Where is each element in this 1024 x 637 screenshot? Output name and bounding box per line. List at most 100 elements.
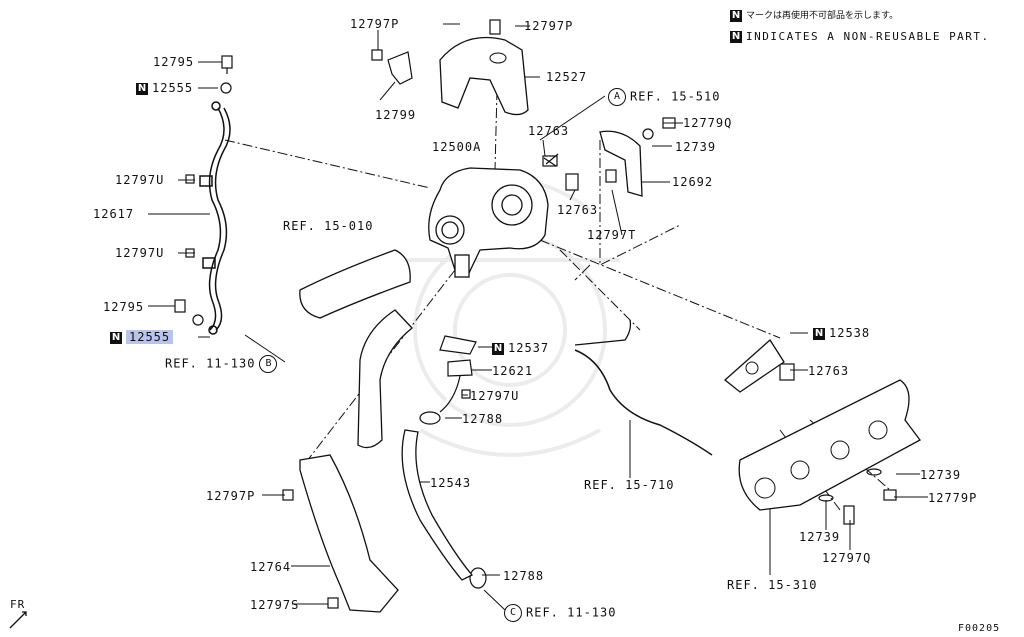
label-12797U-3[interactable]: 12797U <box>470 389 520 403</box>
front-label: FR <box>10 598 26 611</box>
n-marker: N <box>136 82 148 95</box>
label-12788-1[interactable]: 12788 <box>462 412 504 426</box>
label-12621[interactable]: 12621 <box>492 364 534 378</box>
bracket-12764 <box>299 454 399 613</box>
legend-en-text: INDICATES A NON-REUSABLE PART. <box>746 30 990 43</box>
bolt-12797P-top <box>371 49 383 61</box>
label-12795-2[interactable]: 12795 <box>103 300 145 314</box>
label-12555-1[interactable]: N 12555 <box>136 81 193 95</box>
label-12555-2[interactable]: N 12555 <box>110 330 174 344</box>
washer-12739-b <box>866 468 882 476</box>
bolt-12797U-b <box>185 248 195 258</box>
label-12739-2[interactable]: 12739 <box>920 468 962 482</box>
bolt-12797P-upper <box>489 19 501 35</box>
ref-15-510-text: REF. 15-510 <box>630 89 721 104</box>
label-12797U-1[interactable]: 12797U <box>115 173 165 187</box>
ref-15-310[interactable]: REF. 15-310 <box>727 578 818 592</box>
label-12797U-2[interactable]: 12797U <box>115 246 165 260</box>
label-12555-2-text: 12555 <box>126 330 174 344</box>
bolt-12795-bottom <box>174 299 186 313</box>
washer-12739-c <box>818 494 834 502</box>
water-pipe <box>574 349 713 456</box>
oil-feed-pipe <box>199 101 231 335</box>
pipe-12621 <box>439 359 473 413</box>
turbocharger-12500A <box>428 167 549 278</box>
gasket-12537 <box>439 335 477 355</box>
non-reusable-marker: N <box>730 9 742 22</box>
label-12555-1-text: 12555 <box>152 81 194 95</box>
legend-jp-text: マークは再使用不可部品を示します。 <box>746 11 899 21</box>
label-12797P-2[interactable]: 12797P <box>524 19 574 33</box>
label-12763-1[interactable]: 12763 <box>528 124 570 138</box>
label-12538-text: 12538 <box>829 326 871 340</box>
label-12763-3[interactable]: 12763 <box>808 364 850 378</box>
circle-ref-c: C <box>504 604 522 622</box>
gasket-12538 <box>723 339 785 393</box>
ref-11-130-c[interactable]: C REF. 11-130 <box>500 604 616 622</box>
label-12500A[interactable]: 12500A <box>432 140 482 154</box>
ref-15-010[interactable]: REF. 15-010 <box>283 219 374 233</box>
intake-hose <box>299 249 411 319</box>
ref-15-510[interactable]: A REF. 15-510 <box>604 88 720 106</box>
label-12527[interactable]: 12527 <box>546 70 588 84</box>
nut-12779Q-top <box>662 117 676 129</box>
legend-en: N INDICATES A NON-REUSABLE PART. <box>730 30 990 44</box>
label-12692[interactable]: 12692 <box>672 175 714 189</box>
bolt-12797U-a <box>185 174 195 184</box>
clamp-12788-a <box>419 411 441 425</box>
label-12538[interactable]: N 12538 <box>813 326 870 340</box>
label-12797S[interactable]: 12797S <box>250 598 300 612</box>
label-12543[interactable]: 12543 <box>430 476 472 490</box>
bracket-12799 <box>387 51 413 85</box>
label-12788-2[interactable]: 12788 <box>503 569 545 583</box>
label-12617[interactable]: 12617 <box>93 207 135 221</box>
bolt-12797U-c <box>461 389 471 399</box>
n-marker-4: N <box>813 327 825 340</box>
label-12779Q-1[interactable]: 12779Q <box>683 116 733 130</box>
bolt-12795-top <box>221 55 233 74</box>
label-12537-text: 12537 <box>508 341 550 355</box>
front-direction-arrow <box>9 611 27 629</box>
label-12764[interactable]: 12764 <box>250 560 292 574</box>
ref-15-710[interactable]: REF. 15-710 <box>584 478 675 492</box>
bolt-12797Q <box>843 505 855 525</box>
nut-12779P <box>883 489 897 501</box>
exhaust-manifold <box>738 379 921 511</box>
washer-12555-bottom <box>192 314 204 326</box>
label-12797T[interactable]: 12797T <box>587 228 637 242</box>
stud-12763-b <box>565 173 579 191</box>
label-12797P-3[interactable]: 12797P <box>206 489 256 503</box>
clamp-12788-b <box>469 567 487 589</box>
figure-code: F00205 <box>958 623 1001 634</box>
bolt-12797P-bracket <box>282 489 294 501</box>
oil-return-hose <box>401 429 474 581</box>
circle-ref-a: A <box>608 88 626 106</box>
bolt-12797S <box>327 597 339 609</box>
label-12797P-1[interactable]: 12797P <box>350 17 400 31</box>
bolt-12797T <box>605 169 617 183</box>
heat-protector-12527 <box>439 36 529 116</box>
stud-12763-c <box>779 363 795 381</box>
outlet-pipe <box>357 309 413 449</box>
label-12739-3[interactable]: 12739 <box>799 530 841 544</box>
label-12739-1[interactable]: 12739 <box>675 140 717 154</box>
legend-jp: N マークは再使用不可部品を示します。 <box>730 9 898 23</box>
washer-12555-top <box>220 82 232 94</box>
ref-11-130-b-text: REF. 11-130 <box>165 356 256 371</box>
circle-ref-b: B <box>259 355 278 373</box>
n-marker-3: N <box>110 331 122 344</box>
ref-11-130-c-text: REF. 11-130 <box>526 605 617 620</box>
label-12779P[interactable]: 12779P <box>928 491 978 505</box>
stud-12763-a <box>542 153 559 167</box>
label-12795-1[interactable]: 12795 <box>153 55 195 69</box>
label-12797Q[interactable]: 12797Q <box>822 551 872 565</box>
bracket-12692 <box>599 130 643 197</box>
label-12799[interactable]: 12799 <box>375 108 417 122</box>
washer-12739-top <box>642 128 654 140</box>
label-12763-2[interactable]: 12763 <box>557 203 599 217</box>
non-reusable-marker-2: N <box>730 31 742 43</box>
